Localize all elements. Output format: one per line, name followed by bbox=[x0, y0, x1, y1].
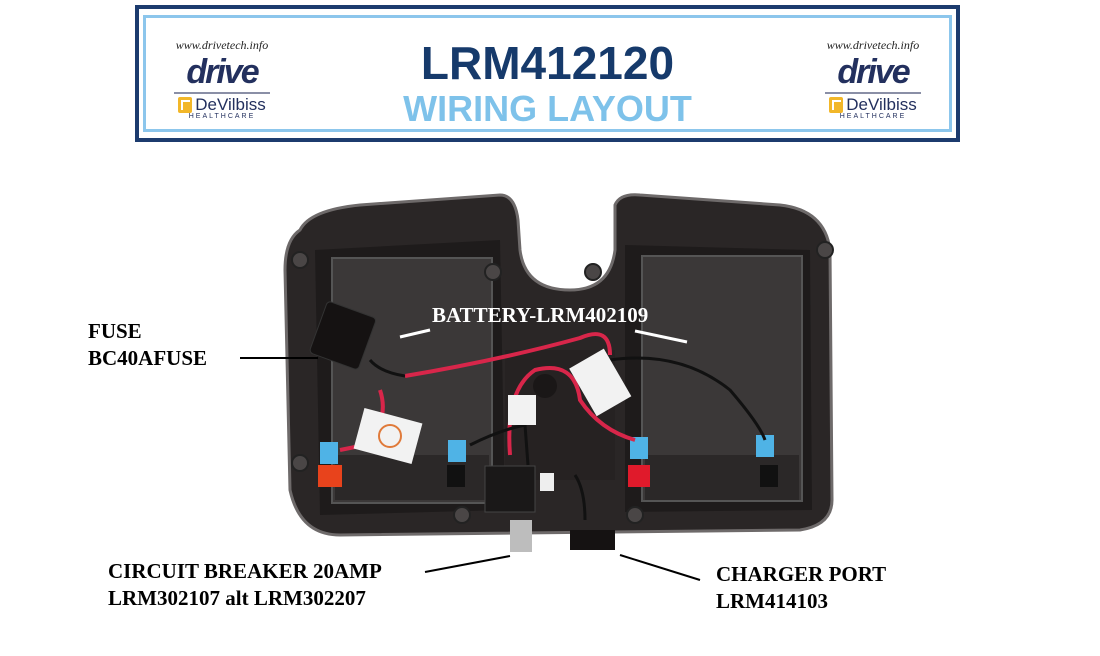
battery-pointer-left bbox=[399, 328, 431, 339]
drive-logo: drive bbox=[186, 53, 259, 91]
charger-label-part: LRM414103 bbox=[716, 589, 828, 613]
devilbiss-mark-icon bbox=[178, 97, 193, 113]
terminal-positive-right bbox=[628, 465, 650, 487]
breaker-label-name: CIRCUIT BREAKER 20AMP bbox=[108, 559, 382, 583]
terminal-negative-right bbox=[760, 465, 778, 487]
logo-left: www.drivetech.info drive DeVilbiss HEALT… bbox=[162, 38, 282, 120]
devilbiss-mark-icon bbox=[829, 97, 844, 113]
fuse-label: FUSE BC40AFUSE bbox=[88, 318, 207, 372]
fuse-holder bbox=[309, 301, 377, 370]
banner-inner-border: www.drivetech.info drive DeVilbiss HEALT… bbox=[143, 15, 952, 132]
charger-label-name: CHARGER PORT bbox=[716, 562, 887, 586]
breaker-leader-line bbox=[424, 555, 511, 573]
logo-url: www.drivetech.info bbox=[826, 38, 920, 52]
breaker-label-part: LRM302107 alt LRM302207 bbox=[108, 586, 366, 610]
battery-pointer-right bbox=[634, 329, 688, 344]
devilbiss-logo: DeVilbiss bbox=[162, 95, 282, 114]
terminal-connectors bbox=[320, 435, 774, 464]
healthcare-text: HEALTHCARE bbox=[188, 113, 256, 120]
devilbiss-text: DeVilbiss bbox=[846, 95, 917, 114]
drive-logo: drive bbox=[837, 53, 910, 91]
fuse-label-name: FUSE bbox=[88, 319, 142, 343]
devilbiss-text: DeVilbiss bbox=[195, 95, 266, 114]
page-title: LRM412120 bbox=[420, 37, 675, 89]
fuse-label-part: BC40AFUSE bbox=[88, 346, 208, 370]
charger-port bbox=[570, 530, 615, 550]
battery-box-photo bbox=[283, 193, 834, 552]
positive-sign-icon bbox=[378, 424, 402, 448]
logo-divider bbox=[174, 92, 270, 94]
logo-divider bbox=[825, 92, 921, 94]
screw-posts bbox=[291, 241, 834, 524]
terminal-positive-left bbox=[318, 465, 342, 487]
logo-right: www.drivetech.info drive DeVilbiss HEALT… bbox=[813, 38, 933, 120]
charger-leader-line bbox=[619, 554, 701, 581]
circuit-breaker bbox=[484, 465, 536, 513]
devilbiss-logo: DeVilbiss bbox=[813, 95, 933, 114]
breaker-button bbox=[510, 520, 532, 552]
title-banner: www.drivetech.info drive DeVilbiss HEALT… bbox=[135, 5, 960, 142]
page-subtitle: WIRING LAYOUT bbox=[403, 88, 692, 129]
terminal-negative-left bbox=[447, 465, 465, 487]
black-wires bbox=[368, 356, 767, 521]
logo-url: www.drivetech.info bbox=[175, 38, 269, 52]
charger-port-label: CHARGER PORT LRM414103 bbox=[716, 561, 886, 615]
breaker-plug bbox=[540, 473, 554, 491]
healthcare-text: HEALTHCARE bbox=[839, 113, 907, 120]
circuit-breaker-label: CIRCUIT BREAKER 20AMP LRM302107 alt LRM3… bbox=[108, 558, 382, 612]
breaker-tag bbox=[508, 395, 536, 425]
connector-tag bbox=[569, 348, 632, 417]
center-post bbox=[533, 374, 557, 398]
positive-tag bbox=[353, 407, 423, 465]
battery-label: BATTERY-LRM402109 bbox=[432, 303, 649, 327]
